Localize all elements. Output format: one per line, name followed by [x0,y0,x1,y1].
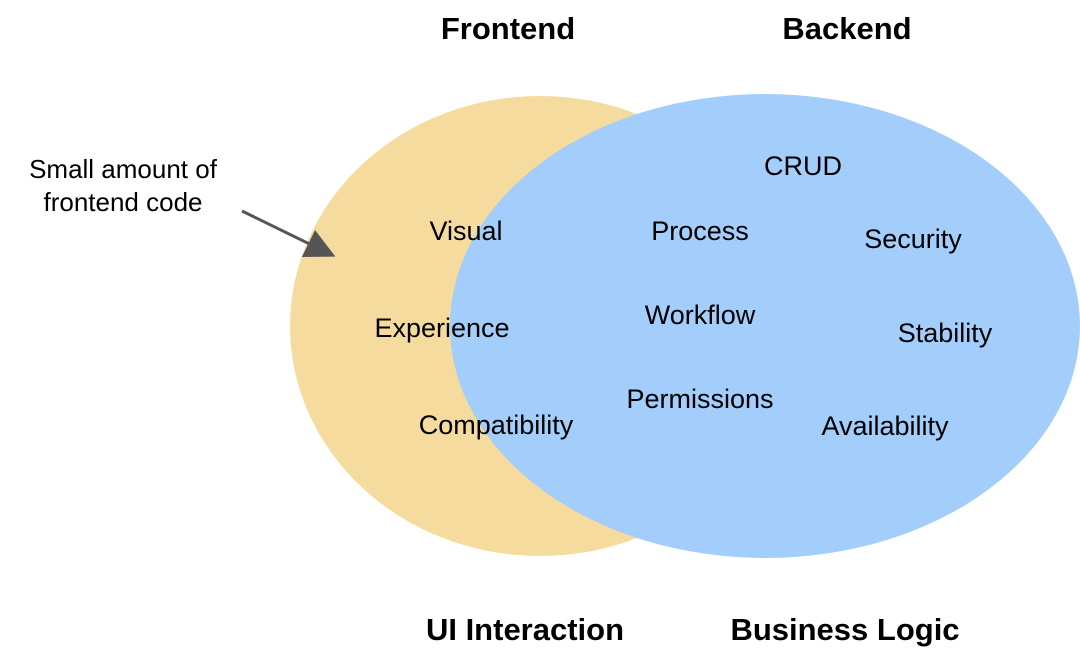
label-permissions: Permissions [626,384,773,414]
frontend-title: Frontend [441,11,575,46]
label-process: Process [651,216,749,246]
annotation-line-2: frontend code [43,187,202,217]
label-workflow: Workflow [645,300,756,330]
ui-interaction-title: UI Interaction [426,612,624,647]
label-security: Security [864,224,962,254]
label-visual: Visual [429,216,502,246]
annotation-line-1: Small amount of [29,154,218,184]
backend-title: Backend [782,11,911,46]
annotation-arrow [241,209,336,257]
label-compatibility: Compatibility [419,410,574,440]
label-availability: Availability [821,411,949,441]
label-experience: Experience [374,313,509,343]
backend-circle [450,94,1080,558]
label-stability: Stability [898,318,993,348]
label-crud: CRUD [764,151,842,181]
business-logic-title: Business Logic [730,612,959,647]
